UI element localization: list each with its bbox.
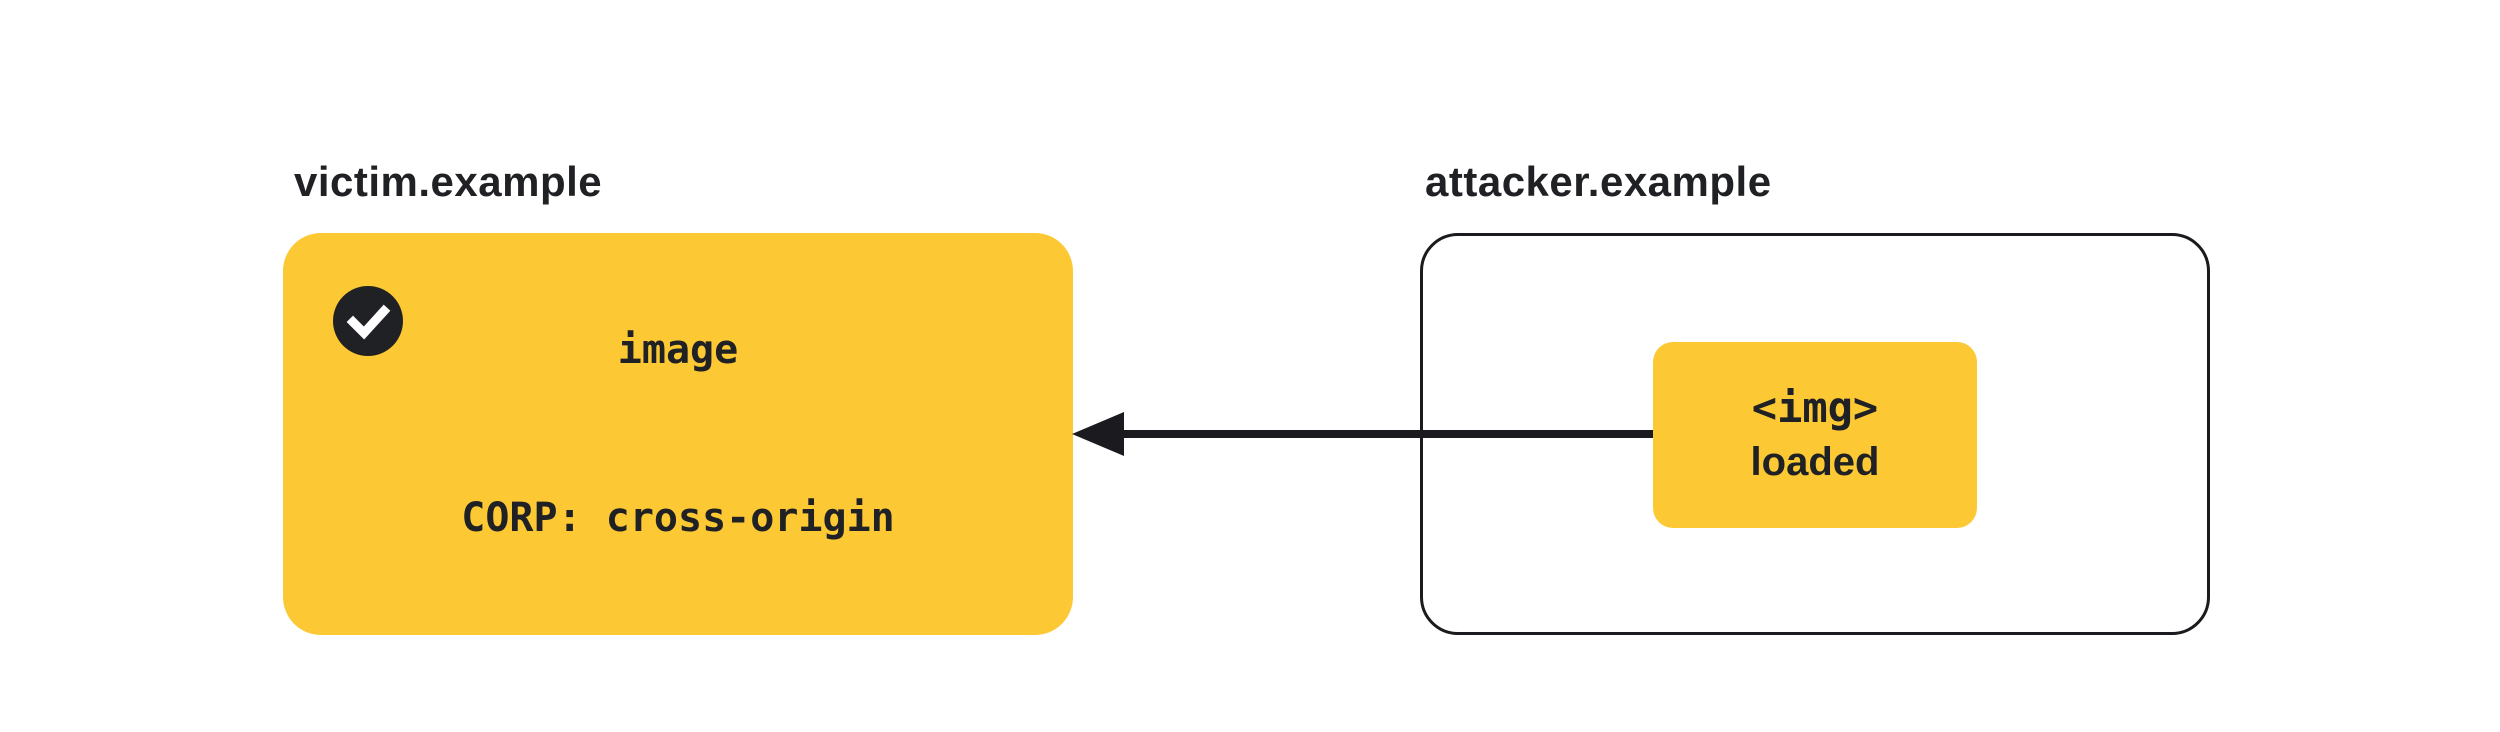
arrow-head-icon (1072, 412, 1124, 456)
img-loaded-status-text: loaded (1750, 440, 1880, 484)
check-icon (333, 286, 403, 356)
img-tag-text: <img> (1751, 383, 1879, 432)
victim-resource-type: image (617, 327, 739, 373)
victim-resource-text: image CORP: cross-origin (283, 210, 1073, 658)
img-loaded-node: <img> loaded (1653, 342, 1977, 528)
victim-origin-box: image CORP: cross-origin (283, 233, 1073, 635)
victim-corp-header: CORP: cross-origin (461, 495, 895, 541)
victim-domain-label: victim.example (294, 158, 603, 205)
arrow-line (1116, 430, 1653, 438)
attacker-domain-label: attacker.example (1425, 158, 1772, 205)
